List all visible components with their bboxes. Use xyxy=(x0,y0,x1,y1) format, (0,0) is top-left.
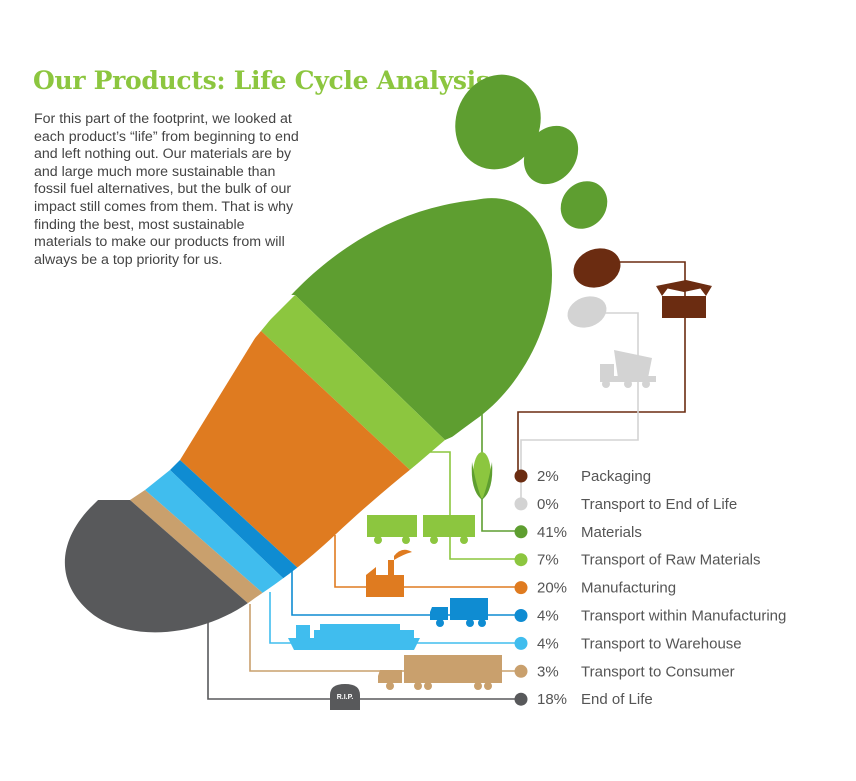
legend-dot-transport-within-manufacturing xyxy=(514,609,528,622)
legend-pct-transport-within-manufacturing: 4% xyxy=(537,608,559,625)
sole-band-end-of-life xyxy=(64,500,250,633)
connector-end-of-life xyxy=(207,620,521,700)
legend-label-materials: Materials xyxy=(581,524,642,541)
tombstone-icon: R.I.P. xyxy=(330,684,360,710)
truck-icon xyxy=(430,598,488,627)
connector-lines xyxy=(207,261,686,700)
intro-text: For this part of the footprint, we looke… xyxy=(34,111,299,268)
legend-pct-transport-of-raw-materials: 7% xyxy=(537,552,559,569)
sole-band-transport-manufacturing xyxy=(170,460,300,580)
connector-manufacturing xyxy=(334,535,521,588)
legend-label-end-of-life: End of Life xyxy=(581,691,653,708)
legend-label-packaging: Packaging xyxy=(581,468,651,485)
toe-fourth xyxy=(573,248,621,288)
connector-transport-raw xyxy=(430,451,521,560)
connector-transport-end xyxy=(520,312,639,503)
legend-label-transport-of-raw-materials: Transport of Raw Materials xyxy=(581,552,761,569)
sole-band-transport-warehouse xyxy=(145,470,285,595)
legend-label-transport-to-warehouse: Transport to Warehouse xyxy=(581,635,742,652)
legend-label-manufacturing: Manufacturing xyxy=(581,580,676,597)
toe-big xyxy=(455,74,541,170)
connector-packaging xyxy=(517,261,686,476)
factory-icon xyxy=(366,549,412,597)
legend-pct-transport-to-end-of-life: 0% xyxy=(537,496,559,513)
legend-pct-materials: 41% xyxy=(537,524,567,541)
legend-dot-transport-to-end-of-life xyxy=(514,497,528,511)
legend-dot-transport-to-consumer xyxy=(514,664,528,678)
sole-band-transport-consumer xyxy=(130,490,265,605)
dump-truck-icon xyxy=(600,350,656,388)
semi-truck-icon xyxy=(378,655,502,690)
legend-pct-transport-to-warehouse: 4% xyxy=(537,635,559,652)
legend-dot-transport-of-raw-materials xyxy=(514,553,528,567)
legend-pct-end-of-life: 18% xyxy=(537,691,567,708)
legend-pct-transport-to-consumer: 3% xyxy=(537,663,559,680)
box-icon xyxy=(656,280,712,318)
legend: 2% Packaging 0% Transport to End of Life 41%… xyxy=(514,468,786,708)
legend-label-transport-within-manufacturing: Transport within Manufacturing xyxy=(581,608,786,625)
sole-band-materials xyxy=(64,198,552,440)
train-icon xyxy=(367,515,475,544)
legend-pct-manufacturing: 20% xyxy=(537,580,567,597)
legend-dot-manufacturing xyxy=(514,581,528,595)
corn-icon xyxy=(471,452,493,500)
page-title: Our Products: Life Cycle Analysis xyxy=(33,66,490,95)
sole-band-transport-raw xyxy=(260,295,445,470)
connector-materials xyxy=(481,408,521,532)
legend-dot-transport-to-warehouse xyxy=(514,636,528,650)
legend-dot-materials xyxy=(514,525,528,539)
legend-label-transport-to-consumer: Transport to Consumer xyxy=(581,663,735,680)
connector-transport-warehouse xyxy=(269,592,521,644)
tombstone-text: R.I.P. xyxy=(337,694,354,701)
legend-pct-packaging: 2% xyxy=(537,468,559,485)
toe-second xyxy=(523,125,579,185)
cargo-ship-icon xyxy=(288,624,420,650)
toe-third xyxy=(560,181,608,229)
toe-little xyxy=(567,296,607,328)
legend-dot-packaging xyxy=(514,469,528,483)
sole-band-manufacturing xyxy=(180,330,410,570)
legend-dot-end-of-life xyxy=(514,692,528,706)
legend-label-transport-to-end-of-life: Transport to End of Life xyxy=(581,496,737,513)
